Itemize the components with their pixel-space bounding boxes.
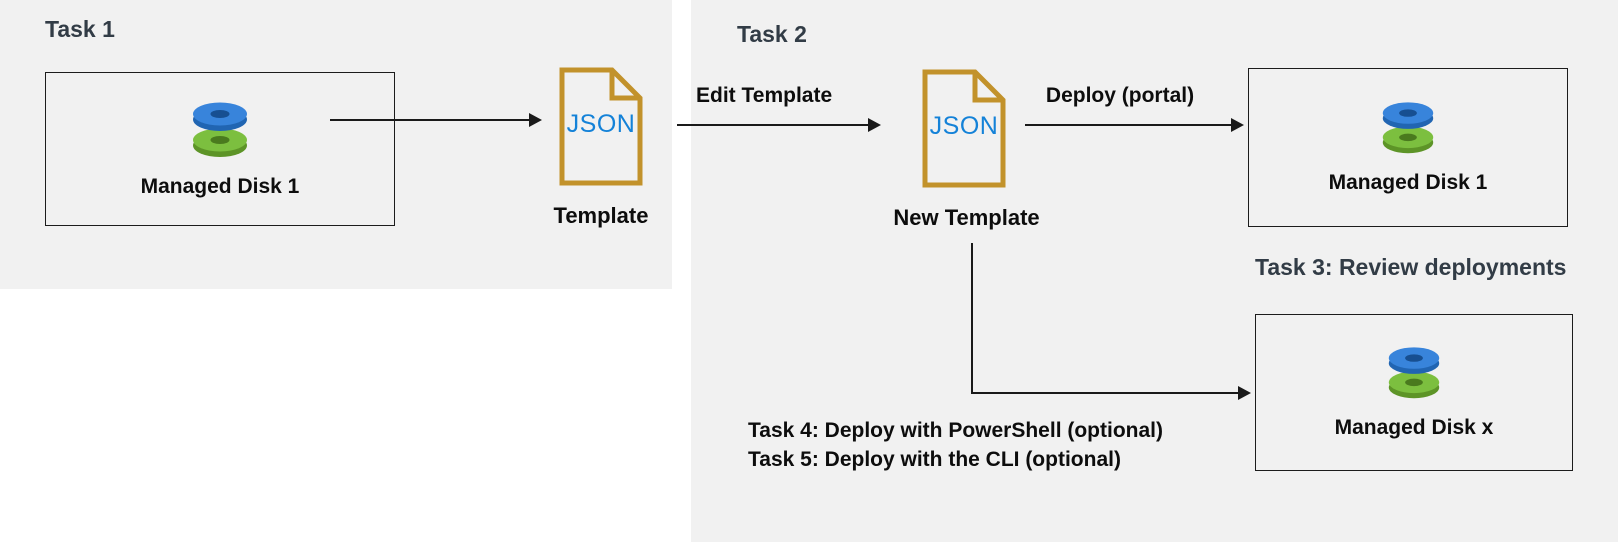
- connector-new-template-down: [971, 243, 973, 394]
- arrow-deploy-portal: [1025, 124, 1232, 126]
- json-file-icon-new-template: JSON: [920, 68, 1008, 189]
- managed-disk-1-source-label: Managed Disk 1: [140, 174, 300, 198]
- managed-disk-1-source-box: Managed Disk 1: [45, 72, 395, 226]
- arrowhead-deploy-portal: [1231, 118, 1244, 132]
- arrow-edit-template: [677, 124, 869, 126]
- managed-disk-icon: [1386, 345, 1442, 406]
- task45-text-block: Task 4: Deploy with PowerShell (optional…: [748, 416, 1163, 474]
- task4-line: Task 4: Deploy with PowerShell (optional…: [748, 419, 1163, 442]
- arrowhead-edit-template: [868, 118, 881, 132]
- arrowhead-disk-to-template: [529, 113, 542, 127]
- json-file-icon-template: JSON: [557, 66, 645, 187]
- template-caption: Template: [553, 203, 649, 228]
- managed-disk-x-box: Managed Disk x: [1255, 314, 1573, 471]
- managed-disk-x-label: Managed Disk x: [1334, 416, 1494, 439]
- managed-disk-1-deployed-box: Managed Disk 1: [1248, 68, 1568, 227]
- task2-panel: [691, 0, 1618, 542]
- task5-line: Task 5: Deploy with the CLI (optional): [748, 448, 1121, 471]
- managed-disk-1-deployed-label: Managed Disk 1: [1328, 171, 1488, 194]
- edit-template-arrow-label: Edit Template: [696, 84, 833, 107]
- managed-disk-icon: [190, 100, 250, 165]
- deploy-portal-arrow-label: Deploy (portal): [1045, 84, 1195, 107]
- task1-heading: Task 1: [45, 16, 115, 42]
- new-template-caption: New Template: [893, 205, 1040, 230]
- json-file-type-label: JSON: [929, 112, 999, 140]
- task2-heading: Task 2: [737, 21, 807, 47]
- arrowhead-managed-disk-x: [1238, 386, 1251, 400]
- managed-disk-icon: [1380, 100, 1436, 161]
- json-file-type-label: JSON: [566, 110, 636, 138]
- task3-heading: Task 3: Review deployments: [1255, 254, 1567, 280]
- arrow-disk-to-template: [330, 119, 530, 121]
- connector-new-template-right: [971, 392, 1239, 394]
